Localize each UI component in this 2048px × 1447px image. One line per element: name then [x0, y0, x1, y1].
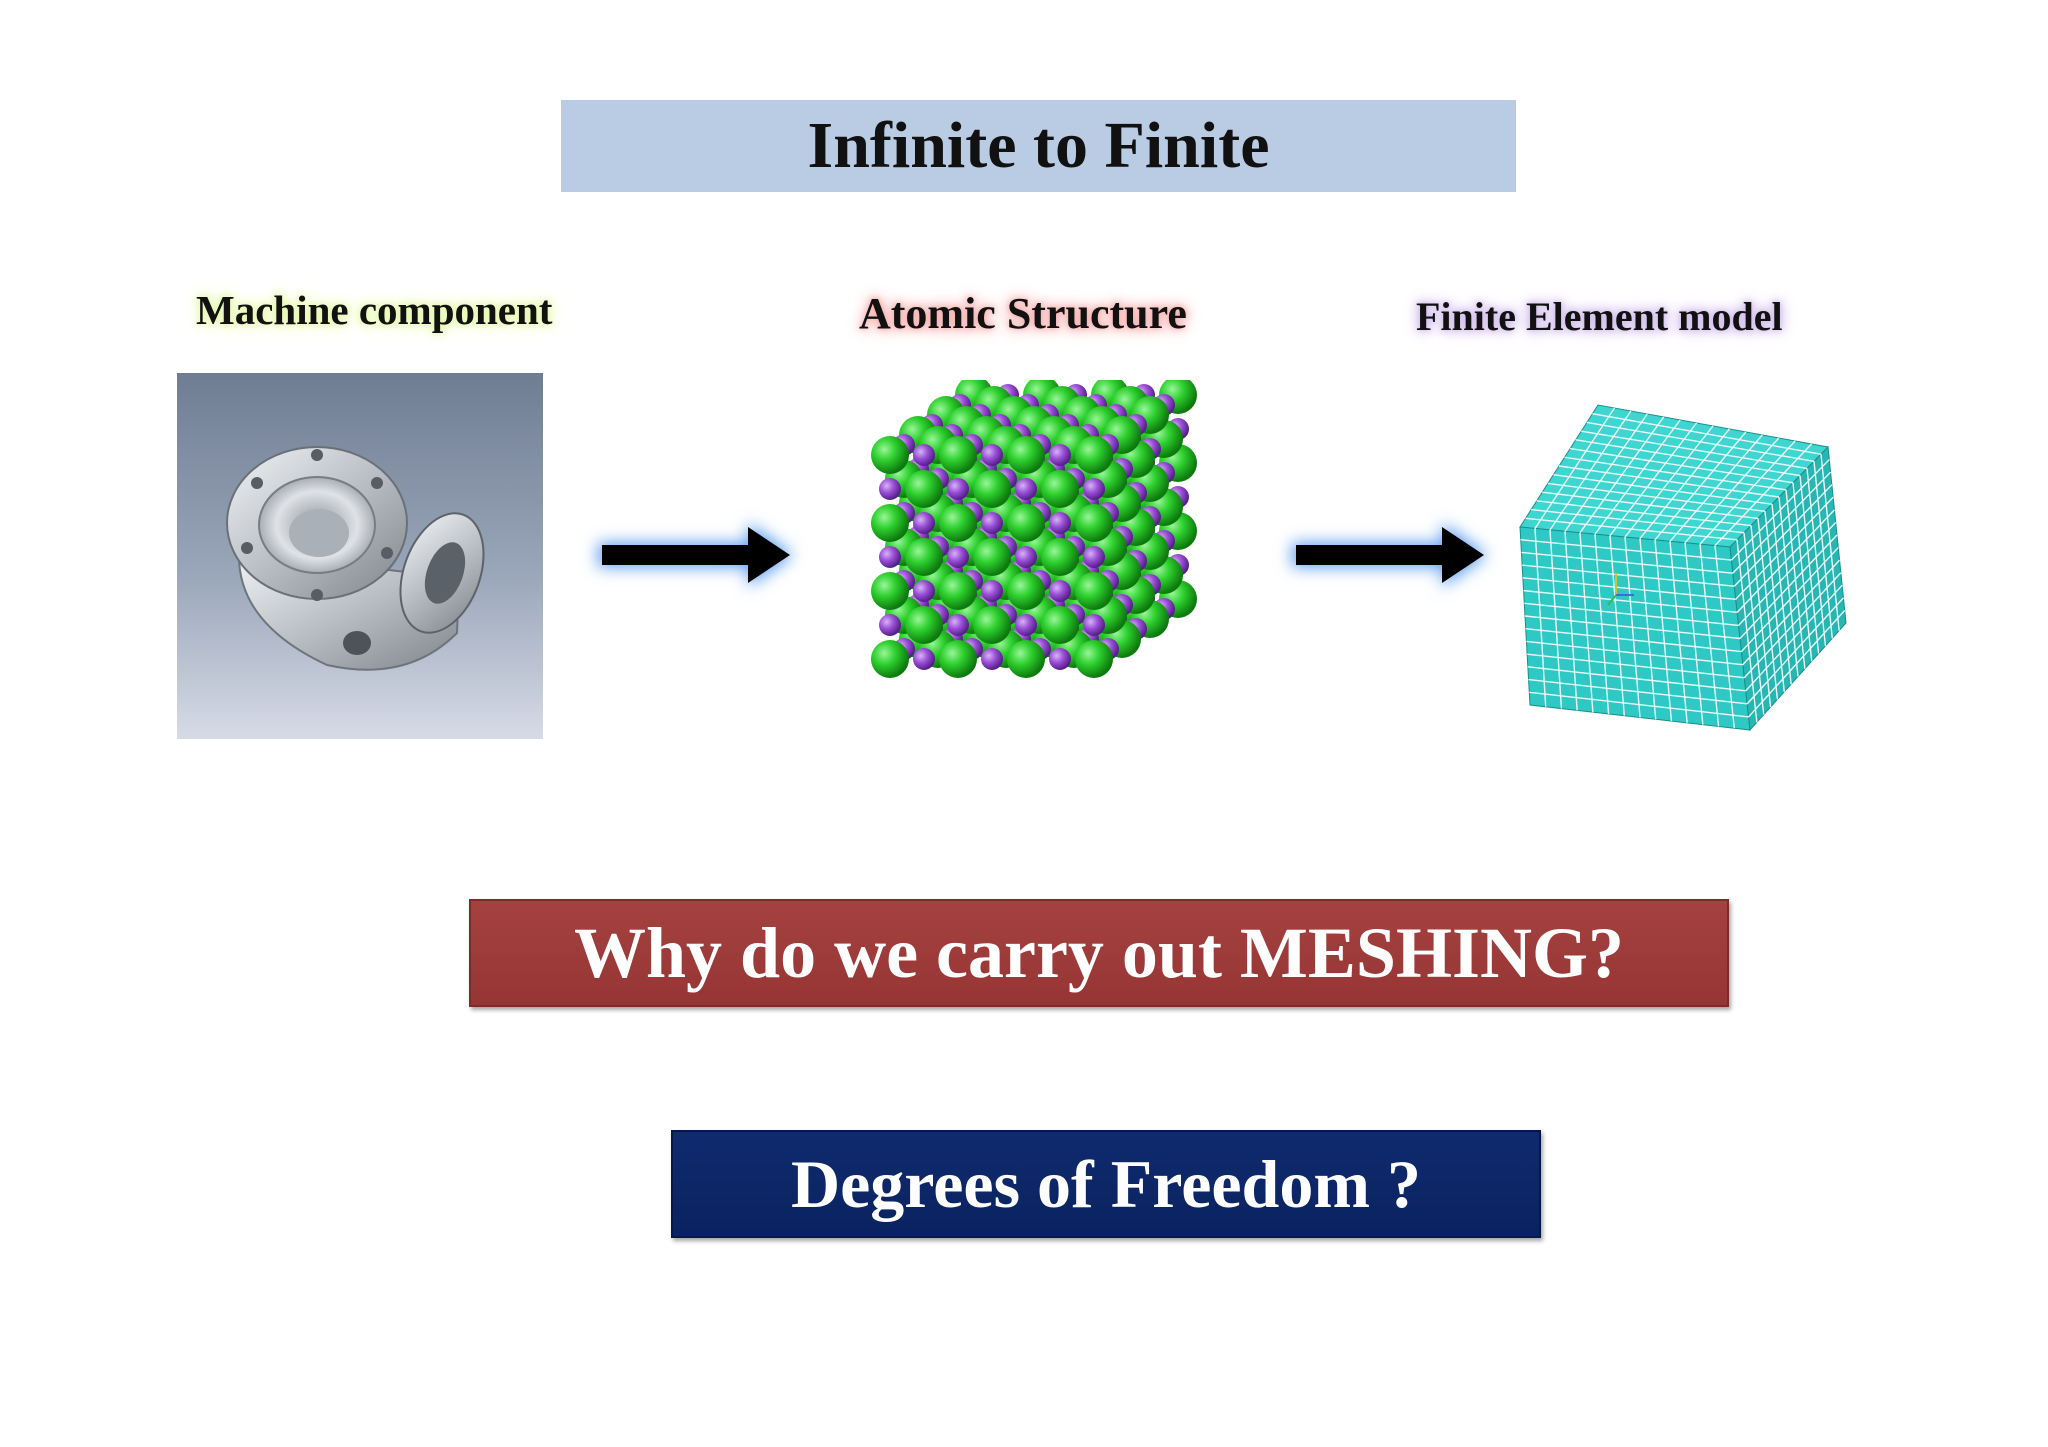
finite-element-model-image — [1519, 404, 1847, 732]
dof-question: Degrees of Freedom ? — [790, 1145, 1422, 1222]
finite-element-caption: Finite Element model — [1416, 294, 1783, 339]
slide-title: Infinite to Finite — [807, 109, 1270, 182]
title-banner: Infinite to Finite — [561, 100, 1516, 192]
dof-question-banner: Degrees of Freedom ? — [671, 1130, 1541, 1238]
atomic-structure-caption: Atomic Structure — [859, 289, 1187, 338]
right-arrow-icon — [1292, 523, 1487, 587]
machine-component-image — [177, 373, 543, 739]
right-arrow-icon — [598, 523, 793, 587]
machine-component-caption: Machine component — [196, 287, 553, 333]
meshing-question-banner: Why do we carry out MESHING? — [469, 899, 1729, 1007]
meshing-question: Why do we carry out MESHING? — [574, 912, 1624, 993]
atomic-structure-image — [871, 380, 1197, 678]
